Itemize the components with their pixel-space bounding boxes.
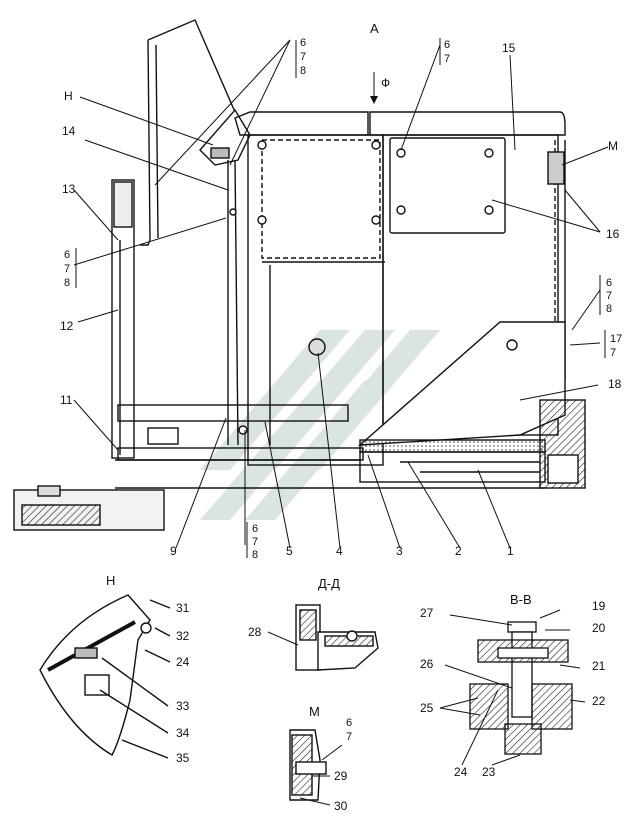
callout-9: 9 (170, 544, 177, 558)
view-label-dd: Д-Д (318, 576, 340, 591)
callout-19: 19 (592, 599, 606, 613)
view-label-a: А (370, 21, 379, 36)
callout-35: 35 (176, 751, 190, 765)
callout-23: 23 (482, 765, 496, 779)
callout-5: 5 (286, 544, 293, 558)
frac17-top: 17 (610, 333, 622, 345)
section-dd-drawing (267, 604, 379, 671)
labels: А Ф Н Д-Д М В-В Н 14 13 12 11 9 5 4 3 2 … (60, 21, 622, 813)
callout-31: 31 (176, 601, 190, 615)
callout-15: 15 (502, 41, 516, 55)
callout-m: М (608, 139, 618, 153)
frac-right-c: 8 (606, 303, 612, 315)
callout-32: 32 (176, 629, 190, 643)
frac-right-a: 6 (606, 277, 612, 289)
callout-33: 33 (176, 699, 190, 713)
frac-bottom-c: 8 (252, 549, 258, 561)
frac-67-top-b: 7 (444, 53, 450, 65)
frac-left-c: 8 (64, 277, 70, 289)
callout-20: 20 (592, 621, 606, 635)
frac17-bottom: 7 (610, 347, 616, 359)
main-view-drawing (13, 19, 586, 531)
callout-14: 14 (62, 124, 76, 138)
callout-28: 28 (248, 625, 262, 639)
view-arrow-icon (370, 96, 378, 104)
view-label-m: М (309, 704, 320, 719)
callout-24-b: 24 (454, 765, 468, 779)
detail-m-drawing (289, 729, 343, 806)
callout-16: 16 (606, 227, 620, 241)
callout-22: 22 (592, 694, 606, 708)
callout-27: 27 (420, 606, 434, 620)
frac-bottom-a: 6 (252, 523, 258, 535)
frac-67-top-a: 6 (444, 39, 450, 51)
callout-34: 34 (176, 726, 190, 740)
callout-3: 3 (396, 544, 403, 558)
callout-18: 18 (608, 377, 622, 391)
detail-h-drawing (39, 594, 171, 759)
callout-11: 11 (60, 393, 73, 407)
section-bb-drawing (439, 609, 586, 766)
frac-m-a: 6 (346, 717, 352, 729)
view-arrow-label: Ф (381, 76, 390, 90)
leader-lines-main (73, 38, 609, 558)
callout-13: 13 (62, 182, 76, 196)
callout-2: 2 (455, 544, 462, 558)
callout-29: 29 (334, 769, 348, 783)
callout-h: Н (64, 89, 73, 103)
callout-30: 30 (334, 799, 348, 813)
frac-top-b: 7 (300, 51, 306, 63)
callout-21: 21 (592, 659, 606, 673)
callout-12: 12 (60, 319, 74, 333)
callout-4: 4 (336, 544, 343, 558)
frac-right-b: 7 (606, 290, 612, 302)
frac-left-a: 6 (64, 249, 70, 261)
callout-24-h: 24 (176, 655, 190, 669)
frac-top-c: 8 (300, 65, 306, 77)
view-label-h: Н (106, 573, 115, 588)
frac-bottom-b: 7 (252, 536, 258, 548)
frac-left-b: 7 (64, 263, 70, 275)
callout-1: 1 (507, 544, 514, 558)
view-label-bb: В-В (510, 592, 532, 607)
frac-top-a: 6 (300, 37, 306, 49)
frac-m-b: 7 (346, 731, 352, 743)
callout-25: 25 (420, 701, 434, 715)
callout-26: 26 (420, 657, 434, 671)
